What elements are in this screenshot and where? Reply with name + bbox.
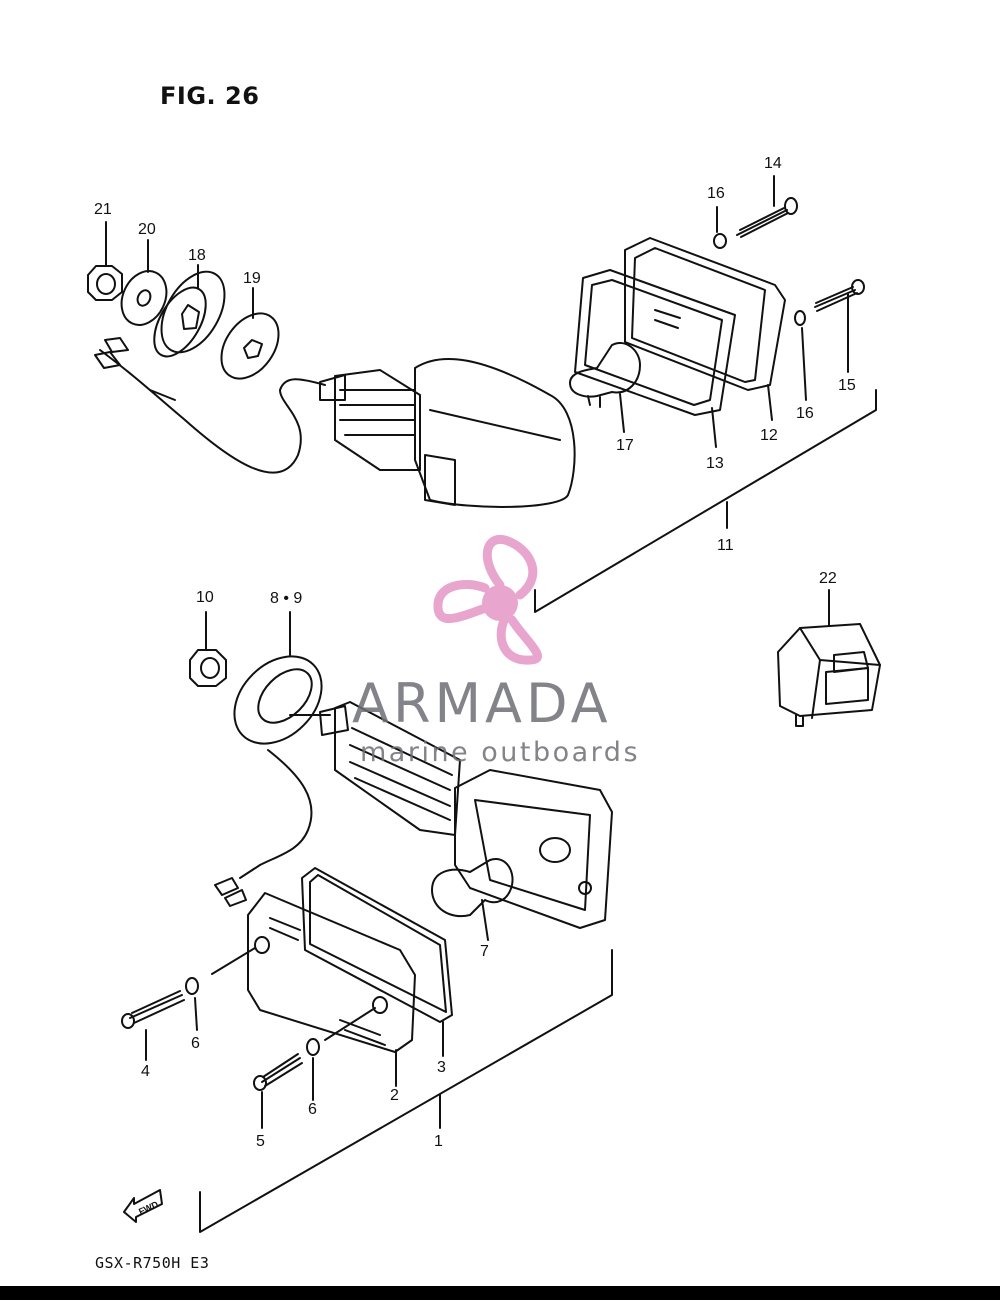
bulb-17	[569, 342, 641, 408]
gasket-13	[574, 269, 736, 416]
callout-3: 3	[437, 1059, 446, 1076]
callout-labels: 21 20 18 19 14 16 15 16 17 13 12 11 22 1…	[94, 155, 856, 1217]
wire-upper	[94, 337, 326, 474]
gasket-3	[301, 867, 453, 1023]
watermark-tagline: marine outboards	[360, 737, 641, 768]
armada-logo-icon	[433, 534, 542, 665]
relay-22	[777, 623, 881, 727]
nut-10	[189, 649, 227, 687]
lens-2	[247, 892, 416, 1053]
callout-6a: 6	[191, 1035, 200, 1052]
lens-12	[624, 237, 786, 391]
watermark-brand: ARMADA	[352, 672, 612, 735]
callout-5: 5	[256, 1133, 265, 1150]
screw-15	[814, 279, 865, 312]
figure-title: FIG. 26	[160, 82, 260, 110]
fwd-arrow	[123, 1189, 163, 1223]
callout-16b: 16	[796, 405, 814, 422]
callout-12: 12	[760, 427, 778, 444]
callout-4: 4	[141, 1063, 150, 1080]
callout-21: 21	[94, 201, 112, 218]
wire-lower	[214, 714, 331, 907]
callout-14: 14	[764, 155, 782, 172]
screw-14	[736, 197, 798, 238]
washer-16b	[794, 310, 806, 326]
callout-15: 15	[838, 377, 856, 394]
grommet-8-9	[233, 655, 323, 745]
callout-13: 13	[706, 455, 724, 472]
washer-6a	[185, 977, 199, 995]
bulb-7	[431, 858, 514, 918]
washer-16a	[713, 233, 727, 249]
lamp-housing-lower	[319, 701, 613, 929]
callout-16a: 16	[707, 185, 725, 202]
screw-4	[121, 990, 185, 1029]
model-code: GSX-R750H E3	[95, 1254, 210, 1272]
callout-2: 2	[390, 1087, 399, 1104]
grommet-18	[153, 270, 226, 358]
callout-20: 20	[138, 221, 156, 238]
callout-1: 1	[434, 1133, 443, 1150]
callout-18: 18	[188, 247, 206, 264]
washer-20	[120, 270, 168, 326]
nut-21	[87, 265, 123, 301]
screw-5	[253, 1053, 303, 1091]
callout-11: 11	[717, 537, 734, 554]
lamp-housing-upper	[319, 357, 576, 508]
bracket-11	[534, 389, 877, 613]
callout-22: 22	[819, 570, 837, 587]
callout-7: 7	[480, 943, 489, 960]
callout-6b: 6	[308, 1101, 317, 1118]
grommet-19	[220, 312, 280, 380]
bracket-1	[199, 949, 613, 1233]
callout-10: 10	[196, 589, 214, 606]
callout-19: 19	[243, 270, 261, 287]
washer-6b	[306, 1038, 320, 1056]
bottom-border	[0, 1286, 1000, 1300]
callout-17: 17	[616, 437, 634, 454]
callout-8-9: 8 • 9	[270, 590, 302, 607]
